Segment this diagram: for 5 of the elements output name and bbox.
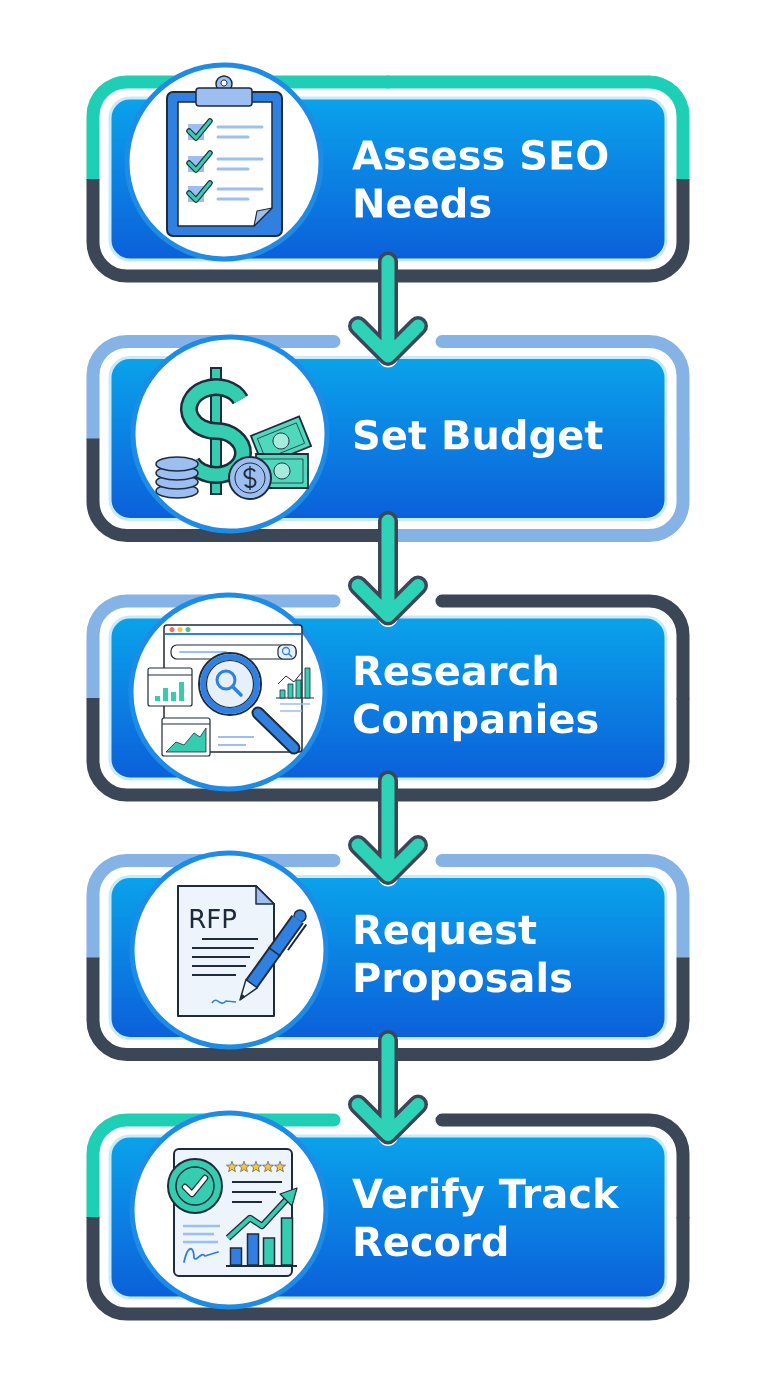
arrow	[348, 251, 428, 366]
arrow	[348, 770, 428, 885]
document-heading: RFP	[190, 909, 236, 928]
arrow	[348, 1030, 428, 1145]
arrow	[348, 511, 428, 626]
